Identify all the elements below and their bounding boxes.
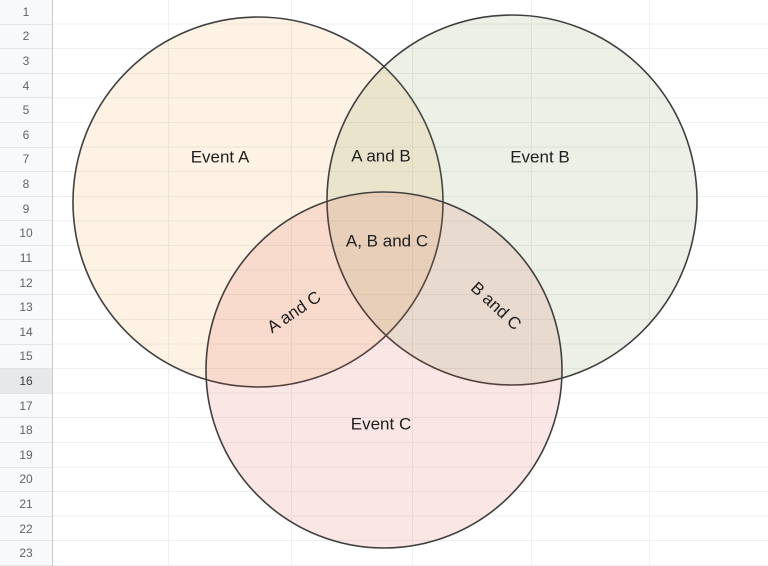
row-header-cell[interactable]: 6	[0, 123, 52, 148]
row-header-cell[interactable]: 23	[0, 541, 52, 566]
row-header-cell[interactable]: 19	[0, 443, 52, 468]
row-header-cell[interactable]: 10	[0, 221, 52, 247]
row-header-cell[interactable]: 20	[0, 468, 52, 493]
vertical-gridline	[531, 0, 532, 566]
row-header-cell[interactable]: 12	[0, 271, 52, 296]
row-header-cell[interactable]: 2	[0, 25, 52, 50]
venn-label-event-b: Event B	[510, 148, 570, 167]
row-header-cell[interactable]: 22	[0, 517, 52, 542]
row-header-cell[interactable]: 5	[0, 98, 52, 124]
venn-label-a-b-and-c: A, B and C	[346, 232, 428, 251]
row-header-cell[interactable]: 4	[0, 74, 52, 99]
row-header-cell[interactable]: 15	[0, 345, 52, 370]
row-header-cell[interactable]: 1	[0, 0, 52, 25]
row-header-cell[interactable]: 7	[0, 148, 52, 173]
row-header-cell[interactable]: 14	[0, 320, 52, 345]
row-header-cell[interactable]: 16	[0, 369, 52, 394]
vertical-gridline	[649, 0, 650, 566]
vertical-gridline	[291, 0, 292, 566]
row-header-cell[interactable]: 18	[0, 418, 52, 443]
row-header-cell[interactable]: 3	[0, 49, 52, 74]
row-header-cell[interactable]: 13	[0, 295, 52, 320]
venn-label-event-c: Event C	[351, 415, 411, 434]
row-header-cell[interactable]: 11	[0, 246, 52, 271]
venn-label-event-a: Event A	[191, 148, 250, 167]
row-header-cell[interactable]: 9	[0, 197, 52, 222]
row-header-cell[interactable]: 17	[0, 394, 52, 419]
row-header-cell[interactable]: 21	[0, 492, 52, 517]
venn-circle-event-b	[326, 14, 698, 386]
venn-circle-event-c	[205, 191, 563, 549]
row-header-cell[interactable]: 8	[0, 172, 52, 197]
venn-label-a-and-b: A and B	[351, 147, 411, 166]
vertical-gridline	[412, 0, 413, 566]
spreadsheet-grid[interactable]	[53, 0, 768, 566]
vertical-gridline	[168, 0, 169, 566]
